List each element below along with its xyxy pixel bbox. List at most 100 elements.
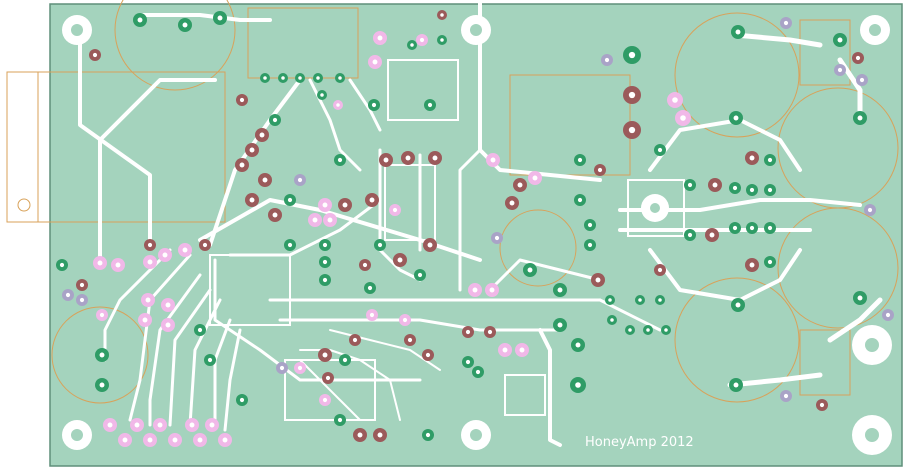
pad-drill [322,242,328,248]
pad-drill [287,242,293,248]
pad-drill [517,182,523,188]
pad-drill [857,115,863,121]
pad-drill [207,357,213,363]
board-substrate [49,3,903,467]
pad-drill [239,162,245,168]
pad-drill [65,292,71,298]
pad-drill [134,422,140,428]
pad-drill [575,342,581,348]
pad-drill [664,328,668,332]
pad-drill [367,285,373,291]
pad-drill [79,297,85,303]
pad-drill [362,262,368,268]
pad-drill [279,365,285,371]
pad-drill [172,437,178,443]
pad-drill [465,359,471,365]
pad-drill [557,322,563,328]
pad-drill [189,422,195,428]
pad-drill [99,312,105,318]
pad-drill [427,242,433,248]
pad-drill [587,222,593,228]
pad-group [56,10,894,447]
pad-drill [197,327,203,333]
pad-drill [263,76,267,80]
pad-drill [377,35,383,41]
pad-drill [297,177,303,183]
pad-drill [99,352,105,358]
pad-drill [712,182,718,188]
pad-drill [157,422,163,428]
pad-drill [855,55,861,61]
pad-drill [646,328,650,332]
pad-drill [494,235,500,241]
pad-drill [336,103,340,107]
pad-drill [147,242,153,248]
pad-drill [383,157,389,163]
mounting-holes [62,15,892,455]
pad-drill [262,177,268,183]
pad-drill [372,59,378,65]
board-label: HoneyAmp 2012 [585,435,694,450]
pad-drill [604,57,610,63]
pad-drill [222,437,228,443]
pad-drill [577,157,583,163]
pad-drill [59,262,65,268]
pad-drill [325,375,331,381]
pad-drill [316,76,320,80]
pad-drill [749,155,755,161]
pad-drill [249,197,255,203]
pad-drill [749,225,755,231]
pad-drill [281,76,285,80]
pad-drill [249,147,255,153]
pad-drill [79,282,85,288]
pad-drill [147,437,153,443]
pad-drill [783,20,789,26]
pad-drill [259,132,265,138]
pad-drill [885,312,891,318]
pad-drill [527,267,533,273]
ic-packages [209,59,685,421]
pad-drill [440,38,444,42]
pad-drill [432,155,438,161]
pad-drill [209,422,215,428]
pad-drill [217,15,223,21]
pad-drill [165,302,171,308]
pad-drill [182,247,188,253]
pad-drill [557,287,563,293]
pad-drill [687,182,693,188]
pad-drill [322,277,328,283]
pad-drill [272,117,278,123]
pad-drill [97,260,103,266]
pad-drill [532,175,538,181]
pad-drill [427,102,433,108]
pad-drill [407,337,413,343]
pad-drill [837,37,843,43]
pad-drill [767,225,773,231]
pad-drill [115,262,121,268]
pad-drill [657,267,663,273]
pad-drill [628,328,632,332]
pad-drill [509,200,515,206]
left-connector-outline [6,71,226,223]
pad-drill [239,397,245,403]
pad-drill [410,43,414,47]
pad-drill [425,352,431,358]
pad-drill [287,197,293,203]
pad-drill [610,318,614,322]
pad-drill [162,252,168,258]
pad-drill [608,298,612,302]
pad-drill [749,262,755,268]
pad-drill [687,232,693,238]
pad-drill [99,382,105,388]
pad-drill [732,185,738,191]
pad-drill [867,207,873,213]
pad-drill [352,337,358,343]
pad-drill [322,397,328,403]
pad-drill [519,347,525,353]
pad-drill [857,295,863,301]
pad-drill [595,277,601,283]
pad-drill [322,352,328,358]
pad-drill [182,22,188,28]
pad-drill [597,167,603,173]
